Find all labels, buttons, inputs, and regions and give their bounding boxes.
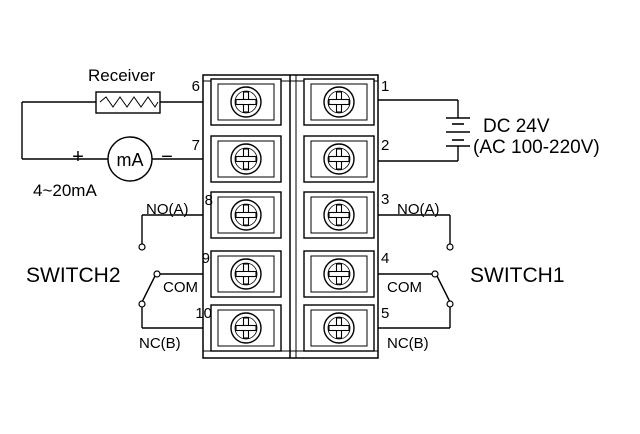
terminal-number-9: 9 [202,250,210,267]
switch1-com-label: COM [387,279,422,296]
switch1-no-label: NO(A) [397,201,440,218]
terminal-screw-5 [303,304,375,352]
ammeter-label: mA [117,150,144,170]
terminal-number-2: 2 [381,137,389,154]
terminal-screw-8 [210,191,282,239]
receiver-label: Receiver [88,66,155,85]
terminal-number-10: 10 [195,305,212,322]
ammeter: mA [107,136,153,182]
plus-sign: + [72,146,84,168]
terminal-number-5: 5 [381,305,389,322]
switch2-nc-label: NC(B) [139,335,181,352]
minus-sign: − [161,146,173,168]
terminal-number-8: 8 [205,192,213,209]
terminal-number-4: 4 [381,250,389,267]
terminal-screw-2 [303,135,375,183]
terminal-screw-4 [303,250,375,298]
current-range-label: 4~20mA [33,181,97,200]
power-label-ac: (AC 100-220V) [473,137,600,158]
terminal-screw-3 [303,191,375,239]
switch1-nc-label: NC(B) [387,335,429,352]
switch1-wiring [378,214,454,329]
terminal-screw-6 [210,78,282,126]
receiver-resistor [95,91,161,114]
switch1-label: SWITCH1 [470,264,565,287]
receiver-loop [21,101,203,160]
terminal-screw-9 [210,250,282,298]
terminal-screw-10 [210,304,282,352]
terminal-number-1: 1 [381,78,389,95]
power-label-dc: DC 24V [483,116,550,137]
power-supply [378,99,470,162]
terminal-screw-1 [303,78,375,126]
switch2-no-label: NO(A) [146,201,189,218]
terminal-screws [210,78,375,352]
terminal-number-6: 6 [192,78,200,95]
terminal-number-7: 7 [192,137,200,154]
switch2-wiring [138,214,203,329]
switch2-com-label: COM [163,279,198,296]
switch2-label: SWITCH2 [26,264,121,287]
terminal-screw-7 [210,135,282,183]
terminal-number-3: 3 [381,191,389,208]
